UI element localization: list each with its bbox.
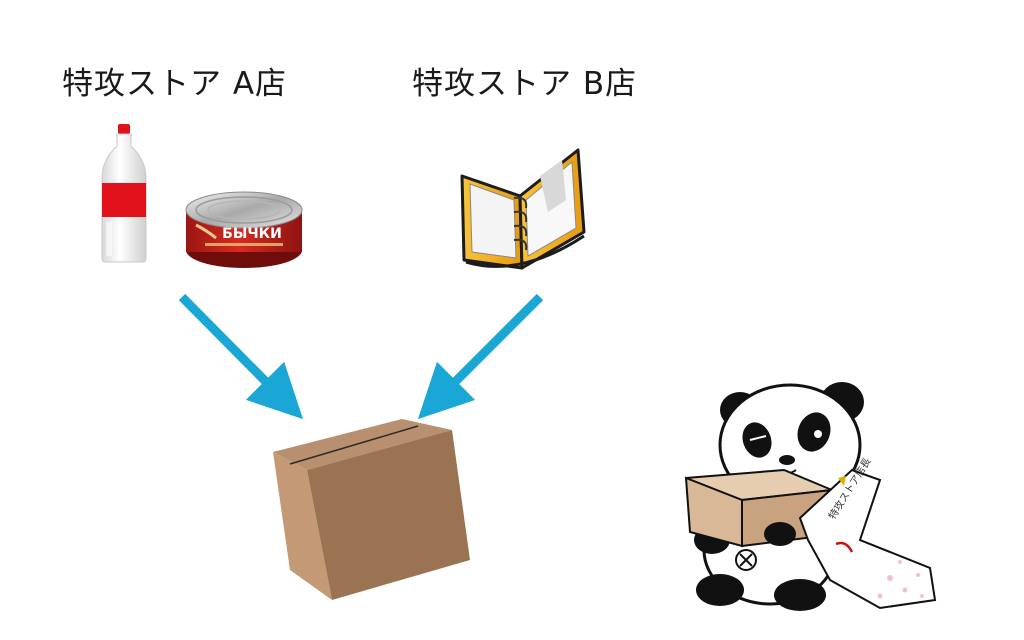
store-a-label: 特攻ストア A店 (62, 66, 288, 102)
panda-mascot-icon: 特攻ストア店長 (684, 382, 937, 611)
arrow-b-to-box (417, 293, 544, 420)
arrow-a-to-box (178, 293, 303, 420)
can-label-text: БЫЧКИ (222, 226, 282, 242)
store-b-label: 特攻ストア B店 (412, 66, 638, 102)
bottle-icon (101, 124, 147, 263)
tin-can-icon: БЫЧКИ (185, 191, 303, 268)
cardboard-box-icon (273, 419, 470, 600)
binder-icon (460, 148, 586, 270)
